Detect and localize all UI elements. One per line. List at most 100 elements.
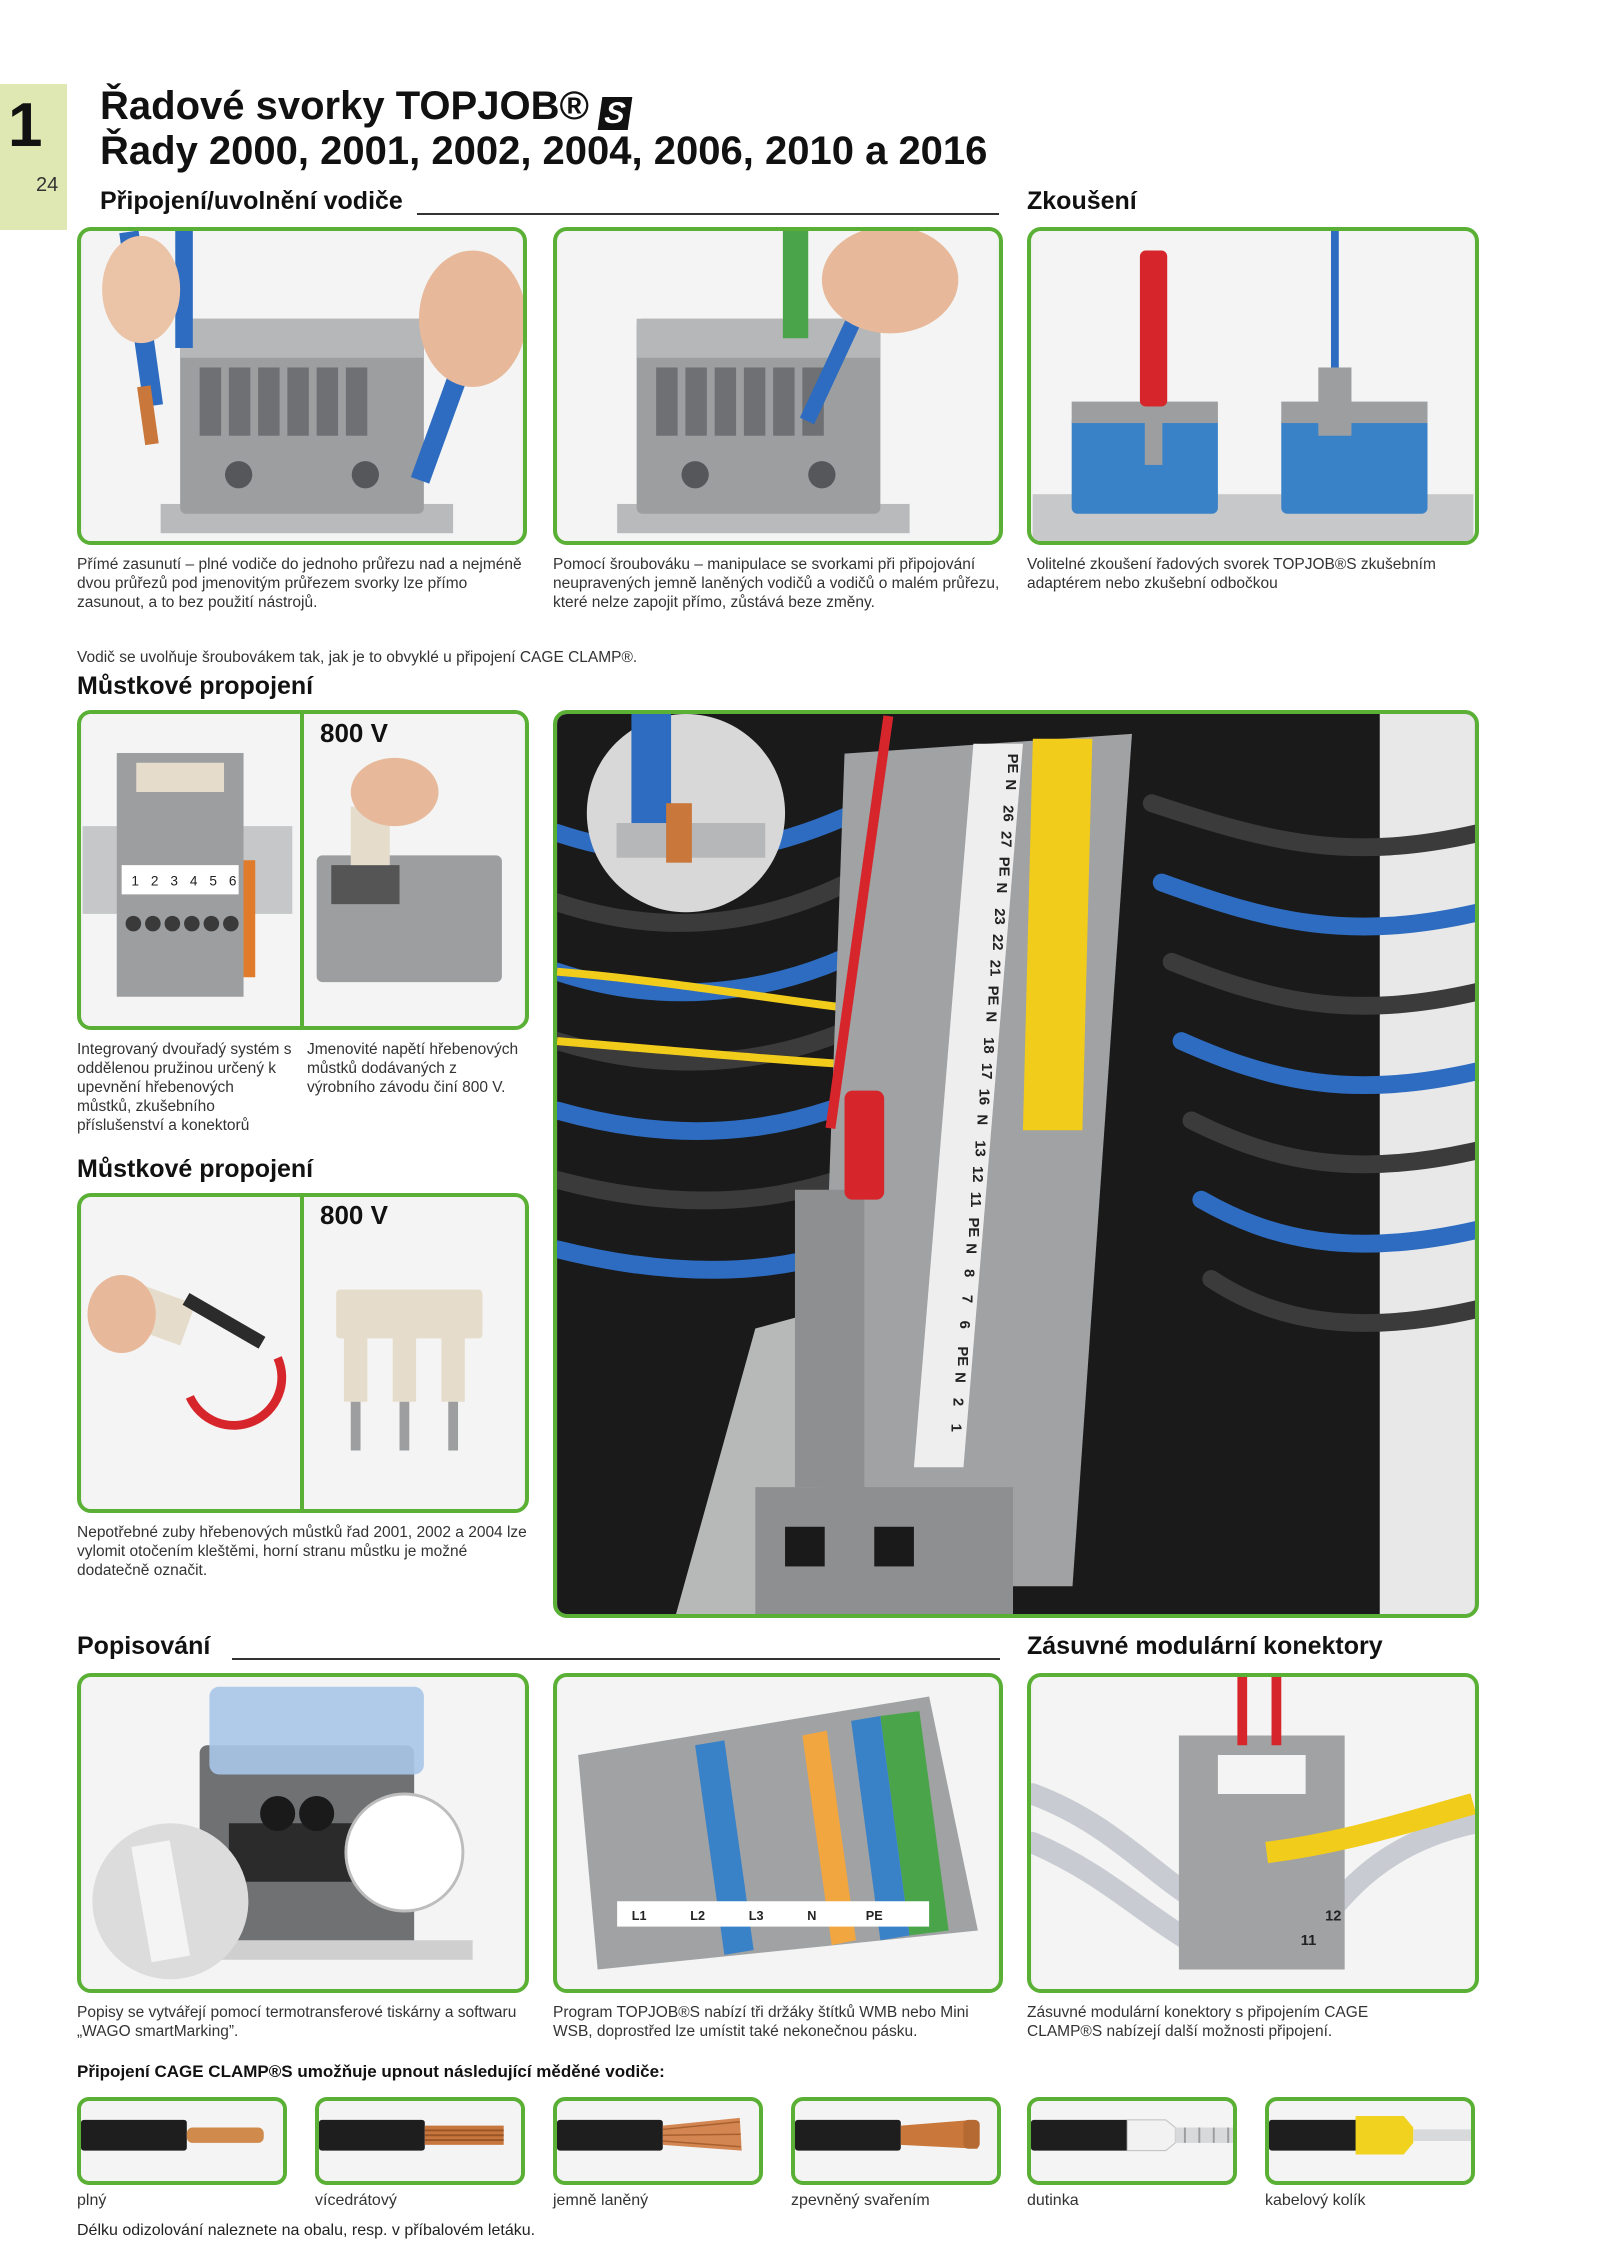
heading-connectors: Zásuvné modulární konektory: [1027, 1632, 1383, 1661]
conductor-illustration: [557, 2102, 759, 2180]
rail-marker-20: N: [963, 1243, 979, 1254]
conductor-label-5: dutinka: [1027, 2192, 1079, 2209]
photo-pluggable-connectors: 11 12: [1027, 1673, 1479, 1993]
photo-push-in: [77, 227, 527, 545]
rail-marker-25: N: [952, 1372, 968, 1383]
release-note: Vodič se uvolňuje šroubovákem tak, jak j…: [77, 649, 638, 666]
marking-label-5: PE: [866, 1909, 883, 1923]
caption-marker-carriers: Program TOPJOB®S nabízí tři držáky štítk…: [553, 2004, 969, 2040]
terminal-screwdriver-illustration: [558, 231, 998, 541]
marking-label-1: L1: [632, 1909, 647, 1923]
conductor-photo-4: [791, 2097, 1001, 2185]
voltage-label-1: 800 V: [320, 718, 388, 748]
voltage-label-2: 800 V: [320, 1200, 388, 1230]
heading-connect: Připojení/uvolnění vodiče: [100, 187, 413, 216]
conductor-label-4: zpevněný svařením: [791, 2192, 930, 2209]
marking-label-strip: L1 L2 L3 N PE: [617, 1901, 930, 1927]
rail-marker-6: N: [993, 883, 1009, 894]
conductor-photo-5: [1027, 2097, 1237, 2185]
heading-testing: Zkoušení: [1027, 187, 1137, 216]
conductor-illustration: [81, 2102, 283, 2180]
topjob-s-logo: S: [597, 97, 633, 130]
thermal-printer-illustration: [82, 1677, 524, 1989]
conductor-photo-2: [315, 2097, 525, 2185]
conductor-photo-6: [1265, 2097, 1475, 2185]
photo-operating-tool: [553, 227, 1003, 545]
chapter-tab: [0, 84, 67, 230]
rail-marker-7: 23: [991, 908, 1007, 925]
rail-marker-18: 11: [967, 1192, 983, 1208]
rail-marker-12: 18: [980, 1037, 996, 1054]
marking-label-2: L2: [690, 1909, 705, 1923]
conductor-label-2: vícedrátový: [315, 2192, 397, 2209]
connector-label-1: 11: [1301, 1933, 1316, 1949]
rail-marker-21: 8: [960, 1269, 976, 1277]
rail-marker-labels: PEN2627PEN232221PEN181716N131211PEN876PE…: [947, 754, 1020, 1432]
rail-marker-19: PE: [965, 1218, 981, 1238]
page-title: Řadové svorky TOPJOB® S: [100, 83, 633, 130]
section-rule: [417, 213, 999, 215]
terminal-push-in-illustration: [82, 231, 523, 541]
marking-label-3: L3: [749, 1909, 764, 1923]
terminal-number-4: 4: [190, 874, 198, 889]
conductor-photo-3: [553, 2097, 763, 2185]
rail-marker-9: 21: [987, 960, 1003, 977]
page-subtitle: Řady 2000, 2001, 2002, 2004, 2006, 2010 …: [100, 129, 988, 173]
rail-marker-3: 26: [1000, 805, 1016, 822]
rail-marker-5: PE: [995, 857, 1011, 877]
conductor-illustration: [319, 2102, 521, 2180]
testing-adapter-illustration: [1032, 231, 1474, 541]
rail-marker-17: 12: [969, 1166, 985, 1183]
conductor-label-1: plný: [77, 2192, 107, 2209]
title-line1: Řadové svorky TOPJOB®: [100, 84, 589, 128]
conductors-heading: Připojení CAGE CLAMP®S umožňuje upnout n…: [77, 2062, 665, 2081]
conductor-photo-1: [77, 2097, 287, 2185]
conductor-illustration: [795, 2102, 997, 2180]
strip-length-note: Délku odizolování naleznete na obalu, re…: [77, 2222, 536, 2239]
caption-printer: Popisy se vytvářejí pomocí termotransfer…: [77, 2004, 517, 2040]
rail-marker-14: 16: [976, 1089, 992, 1106]
marking-label-4: N: [807, 1909, 816, 1923]
caption-pluggable-connectors: Zásuvné modulární konektory s připojením…: [1027, 2004, 1369, 2040]
terminal-number-5: 5: [209, 874, 217, 889]
conductor-label-3: jemně laněný: [553, 2192, 649, 2209]
heading-marking: Popisování: [77, 1632, 221, 1661]
page-number: 24: [36, 174, 59, 196]
terminal-number-3: 3: [170, 874, 178, 889]
terminal-rail-assembly-illustration: PEN2627PEN232221PEN181716N131211PEN876PE…: [557, 714, 1475, 1614]
terminal-number-2: 2: [151, 874, 159, 889]
caption-push-in: Přímé zasunutí – plné vodiče do jednoho …: [77, 556, 522, 611]
caption-jumper-right: Jmenovité napětí hřebenových můstků dodá…: [307, 1041, 519, 1096]
heading-jumper-1: Můstkové propojení: [77, 672, 314, 701]
conductor-illustration: [1269, 2102, 1471, 2180]
terminal-number-markers: 1 2 3 4 5 6: [121, 865, 239, 895]
rail-marker-10: PE: [984, 986, 1000, 1006]
connector-label-2: 12: [1325, 1909, 1341, 1925]
caption-testing: Volitelné zkoušení řadových svorek TOPJO…: [1027, 556, 1436, 592]
jumper-divider-2: [300, 1193, 304, 1513]
rail-marker-4: 27: [998, 831, 1014, 848]
caption-operating-tool: Pomocí šroubováku – manipulace se svorka…: [553, 556, 1000, 611]
rail-marker-16: 13: [971, 1140, 987, 1157]
terminal-number-1: 1: [131, 874, 139, 889]
photo-testing: [1027, 227, 1479, 545]
section-rule-marking: [232, 1658, 1000, 1660]
terminal-number-6: 6: [229, 874, 237, 889]
rail-marker-15: N: [974, 1114, 990, 1125]
rail-marker-2: N: [1002, 779, 1018, 790]
caption-jumper-left: Integrovaný dvouřadý systém s oddělenou …: [77, 1041, 292, 1134]
rail-marker-23: 6: [956, 1321, 972, 1329]
marker-carrier-illustration: L1 L2 L3 N PE: [558, 1677, 998, 1989]
jumper-divider: [300, 710, 304, 1030]
connector-labels: 11 12: [1301, 1909, 1342, 1949]
heading-jumper-2: Můstkové propojení: [77, 1155, 314, 1184]
rail-marker-24: PE: [954, 1346, 970, 1366]
chapter-number: 1: [8, 91, 43, 160]
rail-marker-26: 2: [950, 1398, 966, 1406]
rail-marker-27: 1: [947, 1424, 963, 1432]
comb-jumper-illustration: 1 2 3 4 5 6: [82, 714, 524, 1026]
pluggable-connector-illustration: 11 12: [1031, 1677, 1475, 1989]
rail-marker-8: 22: [989, 934, 1005, 951]
rail-marker-11: N: [982, 1011, 998, 1022]
